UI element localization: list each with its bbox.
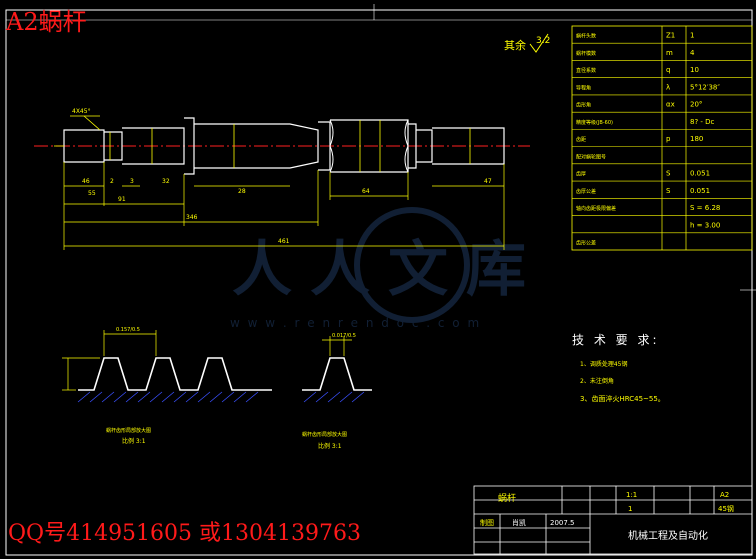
dimension-labels: 461 346 91 55 46 2 3 32 28 64 47 [82,178,492,245]
dim-28: 28 [238,188,246,195]
param-sym-cell: S [666,187,671,195]
param-val-cell: h = 3.00 [690,221,720,229]
param-name-cell: 齿厚 [576,172,586,178]
param-val-cell: 180 [690,135,703,143]
tb-drawn-label: 制图 [480,518,494,527]
param-name-cell: 蜗杆头数 [576,33,596,40]
tech-item-2: 2、未注倒角 [580,377,614,385]
param-name-cell: 导程角 [576,84,591,91]
detail-right-caption: 蜗杆齿形局部放大图 [302,431,347,438]
tb-sheet-size: A2 [720,491,729,499]
param-val-cell: 20° [690,101,702,109]
dim-46: 46 [82,178,90,185]
detail-right-dim: 0.017/0.5 [332,333,356,339]
param-sym-cell: αx [666,101,675,109]
param-name-cell: 蜗杆模数 [576,50,596,57]
watermark-url: w w w . r e n r e n d o c . c o m [230,316,481,330]
tooth-detail-left: 0.157/0.5 蜗杆齿形局部放大图 比例 3:1 [62,327,272,445]
detail-left-caption: 蜗杆齿形局部放大图 [106,427,151,434]
param-sym-cell: Z1 [666,32,675,40]
title-block-text: 蜗杆 1:1 A2 1 45钢 制图 肖凯 2007.5 机械工程及自动化 [480,491,734,542]
param-val-cell: S = 6.28 [690,204,720,212]
tech-heading: 技 术 要 求: [572,333,660,347]
param-val-cell: 1 [690,32,694,40]
tb-part-name: 蜗杆 [498,492,516,504]
param-name-cell: 齿厚公差 [576,188,596,195]
param-name-cell: 齿距 [576,137,586,143]
tb-qty: 1 [628,505,632,513]
param-sym-cell: λ [666,83,670,91]
watermark-circle-icon [354,207,470,323]
param-name-cell: 齿形角 [576,102,591,109]
param-name-cell: 轴向齿距极限偏差 [576,205,616,212]
watermark-brand: 人人文库 [232,235,544,305]
tb-drawn-by: 肖凯 [512,518,526,527]
drawing-title-overlay: A2蜗杆 [6,8,87,36]
param-val-cell: 10 [690,66,699,74]
param-name-cell: 直径系数 [576,67,596,74]
dim-55: 55 [88,190,96,197]
roughness-note: 其余 3.2 [504,33,550,53]
roughness-value: 3.2 [536,36,550,46]
param-sym-cell: q [666,66,670,74]
tb-scale: 1:1 [626,491,637,499]
detail-left-dim: 0.157/0.5 [116,327,140,333]
dim-3: 3 [130,178,134,185]
drawing-frame [5,4,756,556]
dim-47: 47 [484,178,492,185]
tech-requirements: 技 术 要 求: 1、调质处理45钢 2、未注倒角 3、齿面淬火HRC45~55… [572,333,665,403]
watermark: 人人文库 w w w . r e n r e n d o c . c o m [230,207,544,330]
dim-91: 91 [118,196,126,203]
tooth-detail-right: 0.017/0.5 蜗杆齿形局部放大图 比例 3:1 [302,333,372,450]
param-val-cell: 0.051 [690,170,710,178]
param-name-cell: 齿形公差 [576,239,596,246]
dim-64: 64 [362,188,370,195]
worm-shaft-view: 4X45° [34,108,530,175]
chamfer-note: 4X45° [72,108,91,115]
param-val-cell: 4 [690,49,695,57]
tb-school: 机械工程及自动化 [628,529,708,542]
dimensions [63,162,505,250]
param-val-cell: 8? - Dc [690,118,715,126]
param-sym-cell: p [666,135,671,143]
tb-date: 2007.5 [550,519,575,527]
param-name-cell: 精度等级(JB-60) [576,119,613,126]
roughness-symbol-icon [529,33,549,53]
dim-overall-length: 461 [278,238,290,245]
tb-material: 45钢 [718,504,734,513]
param-sym-cell: S [666,170,671,178]
tech-item-3: 3、齿面淬火HRC45~55。 [580,394,665,403]
dim-32: 32 [162,178,170,185]
params-table: 蜗杆头数 Z1 1 蜗杆模数 m 4 直径系数 q 10 导程角 λ 5°12′38″ 齿形角 αx 20°… [571,25,753,251]
detail-right-scale: 比例 3:1 [318,442,342,450]
param-sym-cell: m [666,49,673,57]
param-name-cell: 配对蜗轮图号 [576,153,606,160]
title-block [473,485,753,555]
param-val-cell: 5°12′38″ [690,83,720,91]
tech-item-1: 1、调质处理45钢 [580,360,627,368]
dim-2: 2 [110,178,114,185]
roughness-label: 其余 [504,38,526,52]
detail-left-scale: 比例 3:1 [122,437,146,445]
param-val-cell: 0.051 [690,187,710,195]
contact-overlay: QQ号414951605 或1304139763 [8,521,362,546]
dim-346: 346 [186,214,198,221]
